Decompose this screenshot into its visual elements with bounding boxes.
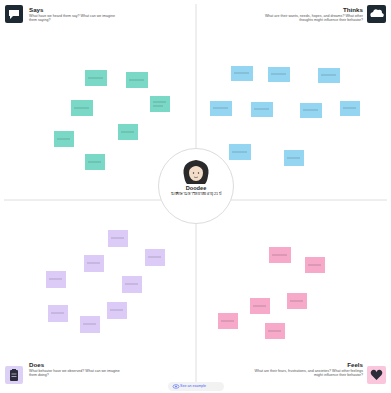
feels-icon <box>367 366 386 384</box>
persona-circle: Doodeeนักศึกษามหาวิทยาลัย อายุ 21 ปี <box>158 148 234 224</box>
does-icon <box>5 366 23 384</box>
sticky-notes-does <box>46 230 165 333</box>
quadrant-heading: Thinks <box>273 6 363 13</box>
persona-name: Doodee <box>186 185 207 191</box>
persona-description: นักศึกษามหาวิทยาลัย อายุ 21 ปี <box>171 192 221 196</box>
example-link: See an example <box>180 384 224 388</box>
eye-icon <box>173 385 179 389</box>
quadrant-prompt: What are their fears, frustrations, and … <box>251 369 363 377</box>
quadrant-heading: Says <box>29 6 119 13</box>
quadrant-heading: Feels <box>273 361 363 368</box>
example-pill <box>168 382 224 391</box>
quadrant-prompt: What are their wants, needs, hopes, and … <box>251 14 363 22</box>
quadrant-prompt: What have we heard them say? What can we… <box>29 14 121 22</box>
thinks-icon <box>367 5 386 23</box>
quadrant-heading: Does <box>29 361 119 368</box>
sticky-notes-thinks <box>210 66 360 166</box>
avatar <box>184 160 209 184</box>
says-icon <box>5 5 23 23</box>
sticky-notes-says <box>54 70 170 170</box>
quadrant-prompt: What behavior have we observed? What can… <box>29 369 121 377</box>
sticky-notes-feels <box>218 247 325 339</box>
note-scribbles <box>49 73 356 331</box>
